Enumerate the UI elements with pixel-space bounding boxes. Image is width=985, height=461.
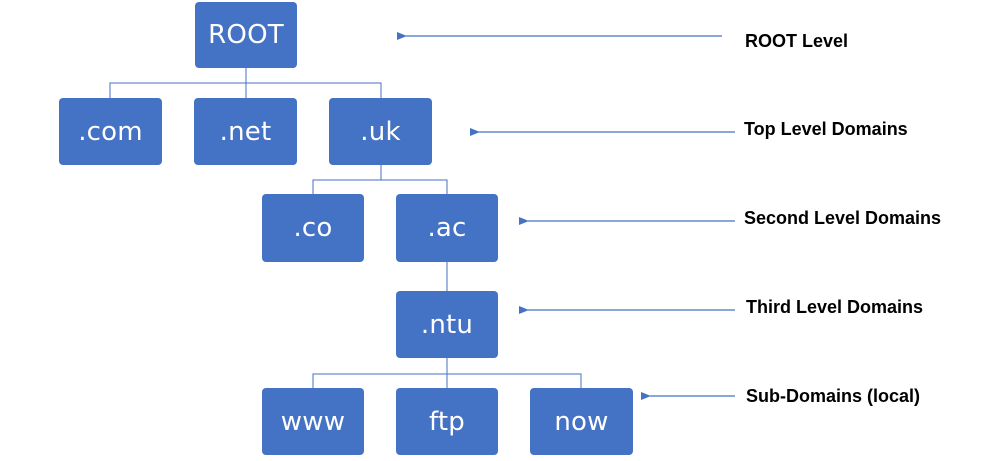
- connector-uk-to-sld: [312, 165, 448, 194]
- node-ntu: .ntu: [396, 291, 498, 358]
- node-com: .com: [59, 98, 162, 165]
- level-label-third: Third Level Domains: [746, 297, 924, 317]
- connector-ntu-to-subdomains: [312, 358, 582, 388]
- node-ac: .ac: [396, 194, 498, 262]
- level-label-root: ROOT Level: [745, 31, 849, 51]
- level-label-sub: Sub-Domains (local): [746, 386, 921, 406]
- node-net: .net: [194, 98, 297, 165]
- level-label-top: Top Level Domains: [744, 119, 908, 139]
- node-root: ROOT: [195, 2, 297, 68]
- node-now: now: [530, 388, 633, 455]
- level-label-second: Second Level Domains: [744, 208, 942, 228]
- node-www: www: [262, 388, 364, 455]
- node-uk: .uk: [329, 98, 432, 165]
- node-ftp: ftp: [396, 388, 498, 455]
- connector-root-to-tld: [109, 68, 382, 98]
- node-co: .co: [262, 194, 364, 262]
